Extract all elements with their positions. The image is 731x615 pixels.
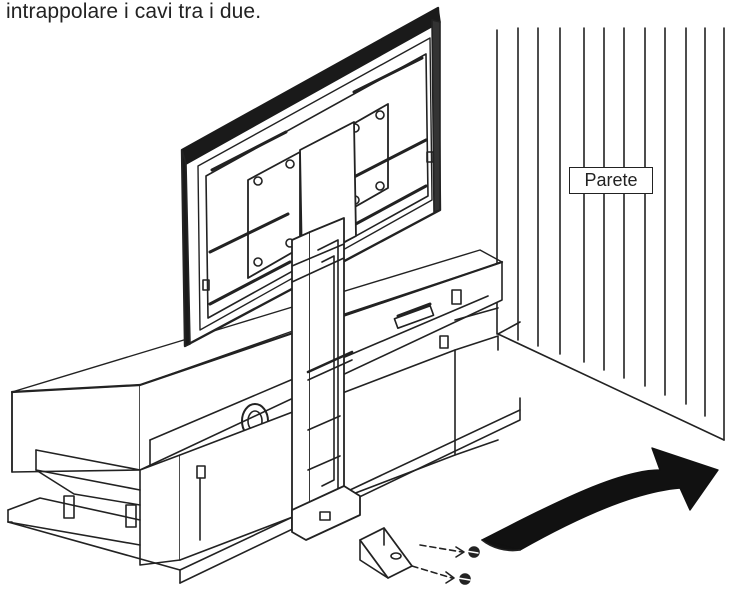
wall-label: Parete <box>569 167 653 194</box>
screw-icon <box>411 544 480 585</box>
rotation-arrow-icon <box>481 447 719 552</box>
mount-post <box>291 121 361 541</box>
caption-text: intrappolare i cavi tra i due. <box>6 0 262 23</box>
wall <box>496 27 725 441</box>
bracket-icon <box>359 527 413 579</box>
